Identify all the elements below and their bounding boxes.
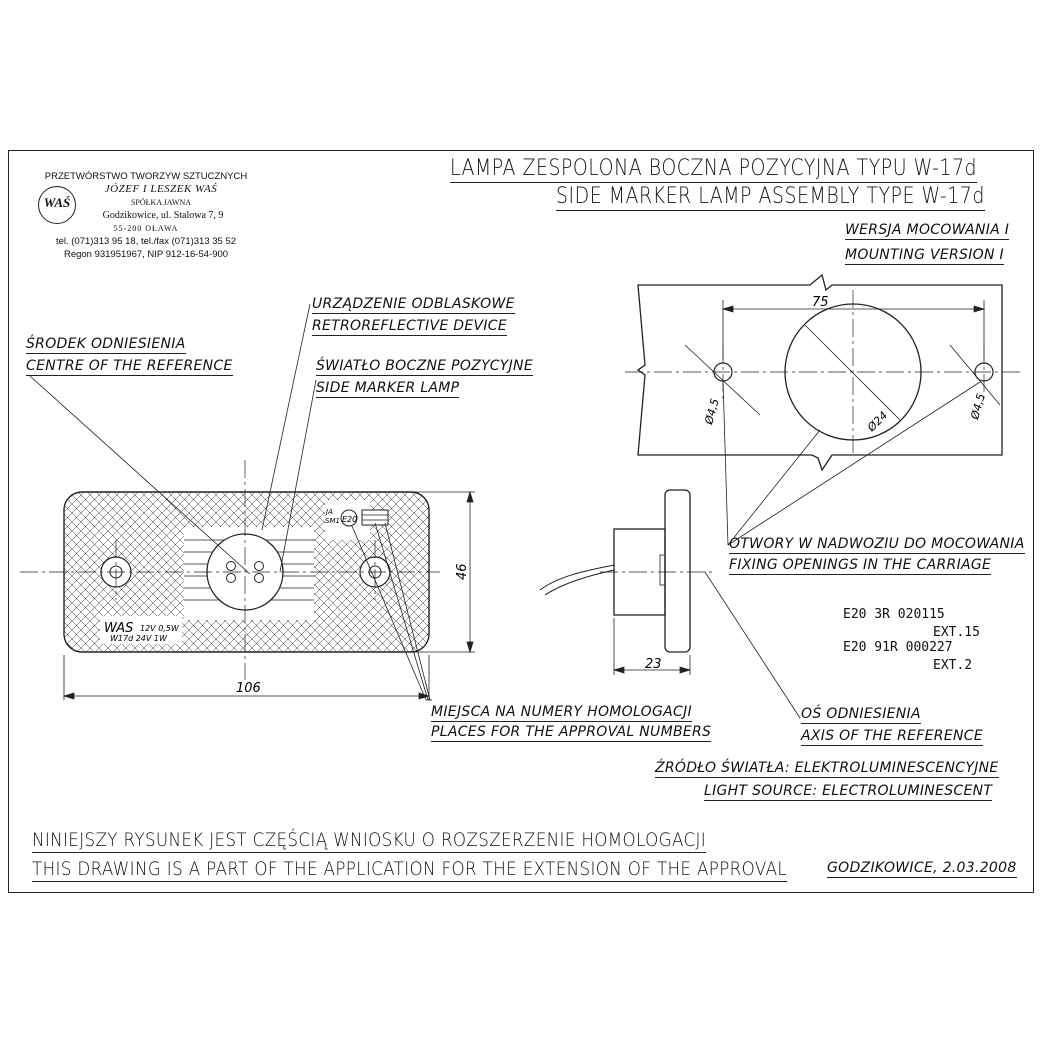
title-english: SIDE MARKER LAMP ASSEMBLY TYPE W-17d	[556, 184, 985, 211]
company-line-4: Godzikowice, ul. Stalowa 7, 9	[102, 210, 224, 221]
title-polish: LAMPA ZESPOLONA BOCZNA POZYCYJNA TYPU W-…	[450, 156, 978, 183]
company-info: PRZETWÓRSTWO TWORZYW SZTUCZNYCH JÓZEF I …	[36, 170, 256, 261]
label-centre-pl: ŚRODEK ODNIESIENIA	[26, 336, 186, 354]
company-line-3: SPÓŁKA JAWNA	[130, 198, 192, 207]
label-openings-pl: OTWORY W NADWOZIU DO MOCOWANIA	[729, 536, 1025, 554]
company-line-6: tel. (071)313 95 18, tel./fax (071)313 3…	[55, 236, 237, 247]
label-light-source-pl: ŹRÓDŁO ŚWIATŁA: ELEKTROLUMINESCENCYJNE	[655, 760, 999, 778]
label-centre-en: CENTRE OF THE REFERENCE	[26, 358, 233, 376]
drawing-frame	[8, 150, 1034, 893]
approval-line-1: E20 3R 020115	[843, 607, 945, 622]
label-light-source-en: LIGHT SOURCE: ELECTROLUMINESCENT	[704, 783, 993, 801]
label-axis-pl: OŚ ODNIESIENIA	[801, 706, 921, 724]
label-side-marker-en: SIDE MARKER LAMP	[316, 380, 460, 398]
approval-line-2: EXT.15	[933, 625, 980, 640]
approval-line-3: E20 91R 000227	[843, 640, 953, 655]
company-logo: WAŚ	[38, 186, 76, 224]
footer-polish: NINIEJSZY RYSUNEK JEST CZĘŚCIĄ WNIOSKU O…	[32, 829, 707, 853]
label-openings-en: FIXING OPENINGS IN THE CARRIAGE	[729, 557, 992, 575]
mounting-version-en: MOUNTING VERSION I	[845, 247, 1004, 265]
footer-place-date: GODZIKOWICE, 2.03.2008	[827, 860, 1017, 878]
approval-line-4: EXT.2	[933, 658, 973, 673]
label-side-marker-pl: ŚWIATŁO BOCZNE POZYCYJNE	[316, 358, 533, 376]
label-places-en: PLACES FOR THE APPROVAL NUMBERS	[431, 724, 712, 742]
company-line-1: PRZETWÓRSTWO TWORZYW SZTUCZNYCH	[44, 171, 248, 182]
footer-english: THIS DRAWING IS A PART OF THE APPLICATIO…	[32, 858, 788, 882]
company-line-7: Regon 931951967, NIP 912-16-54-900	[63, 249, 229, 260]
logo-text: WAŚ	[43, 195, 71, 210]
label-places-pl: MIEJSCA NA NUMERY HOMOLOGACJI	[431, 704, 692, 722]
label-retroreflective-pl: URZĄDZENIE ODBLASKOWE	[312, 296, 515, 314]
label-axis-en: AXIS OF THE REFERENCE	[801, 728, 983, 746]
company-line-2: JÓZEF I LESZEK WAŚ	[104, 183, 218, 195]
mounting-version-pl: WERSJA MOCOWANIA I	[845, 222, 1010, 240]
label-retroreflective-en: RETROREFLECTIVE DEVICE	[312, 318, 508, 336]
company-line-5: 55-200 OŁAWA	[113, 224, 179, 233]
